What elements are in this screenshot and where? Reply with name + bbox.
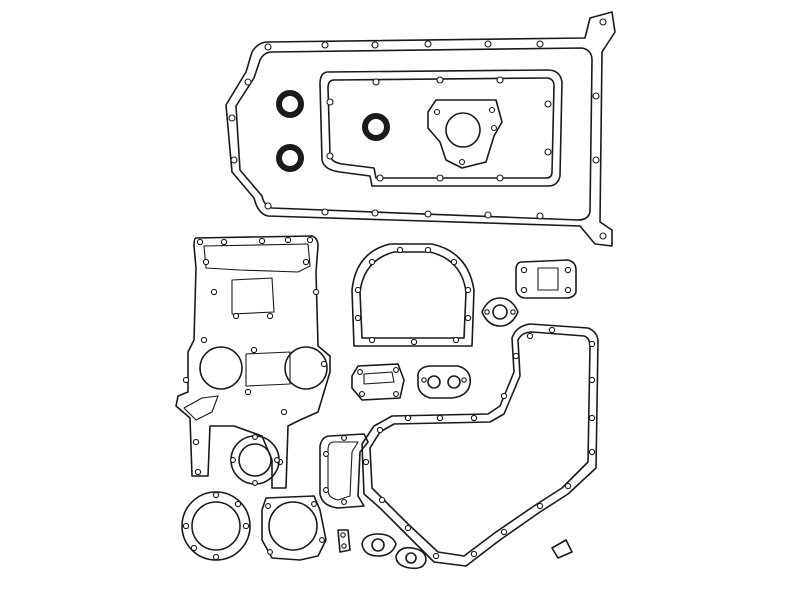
timing-case-gasket [175, 235, 331, 489]
pump-mounting-gasket [261, 495, 327, 561]
small-flange-gasket [481, 297, 519, 327]
crankcase-side-gasket [319, 433, 369, 509]
round-flange-gasket [181, 491, 251, 561]
mini-gasket [337, 529, 351, 553]
crankshaft-seal-upper [276, 90, 304, 118]
sump-gasket [361, 323, 599, 567]
front-cover-bolt-holes [354, 246, 472, 346]
oil-filter-adapter-gasket [351, 363, 405, 401]
timing-case-bolt-holes [182, 236, 328, 476]
two-hole-gasket [395, 546, 427, 570]
crankshaft-seal-lower [276, 144, 304, 172]
three-hole-gasket [417, 365, 472, 399]
connector-gasket [361, 533, 397, 557]
oil-pan-bolt-holes [228, 18, 607, 240]
thermostat-housing-gasket [515, 259, 577, 299]
rocker-cover-gasket [319, 69, 563, 187]
sump-bolt-holes [362, 326, 596, 560]
oil-pan-gasket [225, 11, 616, 247]
valve-stem-seal [362, 113, 390, 141]
water-pump-plate-gasket [427, 99, 503, 169]
drain-plug [551, 539, 573, 559]
front-cover-gasket [351, 243, 475, 347]
small-cover-gasket [230, 434, 280, 486]
rocker-cover-bolt-holes [326, 76, 552, 182]
